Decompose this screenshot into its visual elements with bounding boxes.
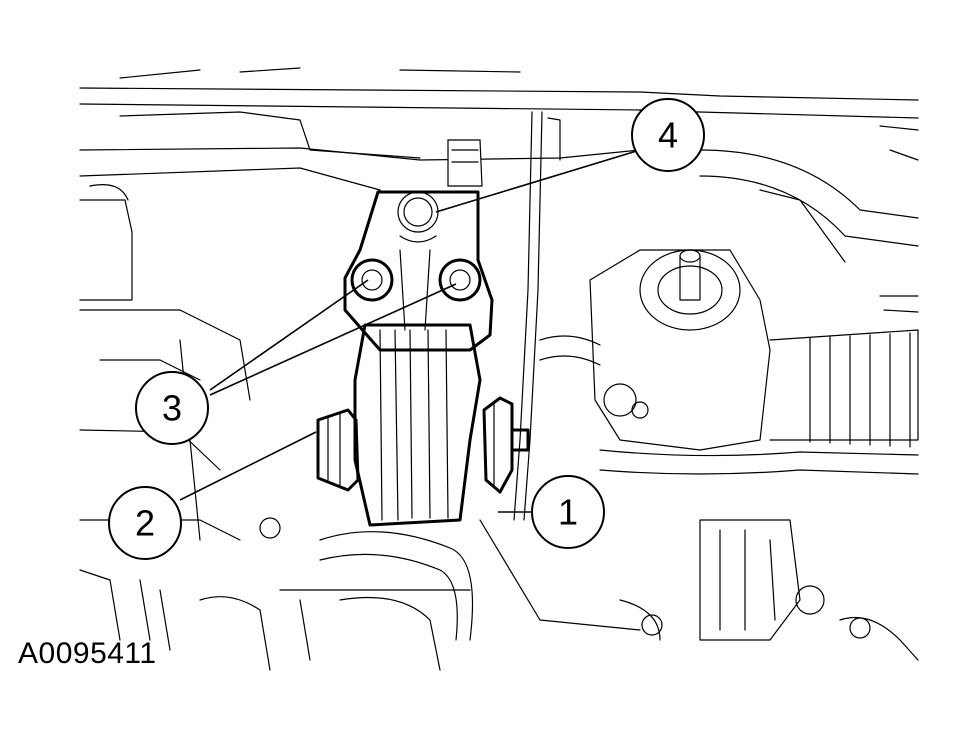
callout-4-label: 4 (658, 115, 678, 156)
callout-2: 2 (108, 486, 182, 560)
engine-bay-linework (79, 67, 919, 671)
leader-lines (179, 149, 641, 513)
figure-id-label: A0095411 (18, 637, 157, 670)
callout-4-circle (631, 98, 705, 172)
callout-3-circle (135, 371, 209, 445)
callout-1-circle (531, 475, 605, 549)
callout-4: 4 (631, 98, 705, 172)
engine-mount (316, 190, 530, 527)
callout-1-label: 1 (558, 492, 578, 533)
callout-2-label: 2 (135, 503, 155, 544)
callout-1: 1 (531, 475, 605, 549)
callout-3: 3 (135, 371, 209, 445)
callout-2-circle (108, 486, 182, 560)
callout-3-label: 3 (162, 388, 182, 429)
